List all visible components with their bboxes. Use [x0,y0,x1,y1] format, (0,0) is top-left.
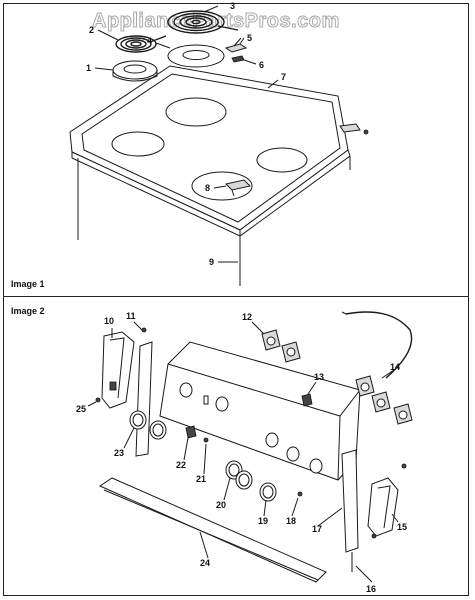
image-1-label: Image 1 [11,279,45,289]
drip-pan [112,60,158,80]
control-knob-left-2 [149,420,167,440]
large-drip-pan [167,44,225,68]
callout-19: 19 [258,516,268,526]
callout-5: 5 [247,33,252,43]
panel-hole-1 [179,382,193,398]
panel-hole-5 [309,458,323,474]
cooktop-inner-rim [81,73,341,223]
left-end-cap-inner [109,337,125,399]
panel-hole-2 [215,396,229,412]
callout-7: 7 [281,72,286,82]
control-knob-left [129,410,147,430]
left-side-bracket [135,341,153,457]
callout-24: 24 [200,558,210,568]
callout-3: 3 [230,1,235,11]
callout-20: 20 [216,500,226,510]
burner-opening-front-left [191,171,253,201]
image-1-leaders [94,5,279,263]
front-trim-edge [103,489,319,581]
burner-opening-rear-right [165,97,227,127]
front-trim [98,477,327,583]
control-panel-assembly [95,311,413,583]
element-receptacle [225,179,251,197]
infinite-switch-upper [261,329,281,351]
drip-pan-inner [123,64,147,74]
terminal-block [224,37,248,53]
cooktop-surface [69,65,349,231]
panel-slot [203,395,209,405]
callout-15: 15 [397,522,407,532]
burner-opening-rear-left [111,131,165,157]
small-screw-18 [297,491,303,497]
infinite-switch-lower [281,341,301,363]
small-screw-lower [371,533,377,539]
wire-end [341,311,347,315]
cooktop-assembly [69,10,369,286]
burner-opening-front-right [256,147,308,173]
callout-14: 14 [390,362,400,372]
control-panel [159,341,361,481]
callout-18: 18 [286,516,296,526]
infinite-switch-right-3 [393,403,413,425]
light-switch [185,425,197,439]
infinite-switch-right-2 [371,391,391,413]
callout-13: 13 [314,372,324,382]
callout-22: 22 [176,460,186,470]
callout-10: 10 [104,316,114,326]
callout-1: 1 [86,63,91,73]
infinite-switch-right-1 [355,375,375,397]
callout-11: 11 [126,311,136,321]
small-surface-element [115,35,167,53]
image-2-leaders [87,321,399,583]
panel-divider [3,296,469,297]
watermark-logo: AppliancePartsPros.com [92,10,340,33]
callout-9: 9 [209,257,214,267]
callout-4: 4 [147,36,152,46]
right-end-cap [367,477,399,537]
image-2-label: Image 2 [11,306,45,316]
callout-8: 8 [205,183,210,193]
large-drip-pan-inner [182,50,210,60]
right-side-bracket [341,449,359,553]
left-end-cap-tab [109,381,117,391]
control-panel-corner [337,415,341,481]
callout-25: 25 [76,404,86,414]
cooktop-hinge [339,123,369,135]
panel-hole-3 [265,432,279,448]
control-knob-right [259,482,277,502]
indicator-switch [301,393,313,407]
callout-2: 2 [89,25,94,35]
panel-hole-4 [286,446,300,462]
drip-pan-wall [112,70,158,82]
right-end-cap-inner [377,485,391,529]
mounting-clip [231,55,245,63]
wire-harness [345,311,413,379]
small-screw-right [401,463,407,469]
callout-6: 6 [259,60,264,70]
small-screw-21 [203,437,209,443]
callout-21: 21 [196,474,206,484]
control-knob-center-2 [235,470,253,490]
callout-12: 12 [242,312,252,322]
small-screw-25 [95,397,101,403]
callout-23: 23 [114,448,124,458]
callout-17: 17 [312,524,322,534]
callout-16: 16 [366,584,376,594]
large-surface-element [167,10,239,34]
diagram-border [3,3,469,596]
small-screw-11 [141,327,147,333]
